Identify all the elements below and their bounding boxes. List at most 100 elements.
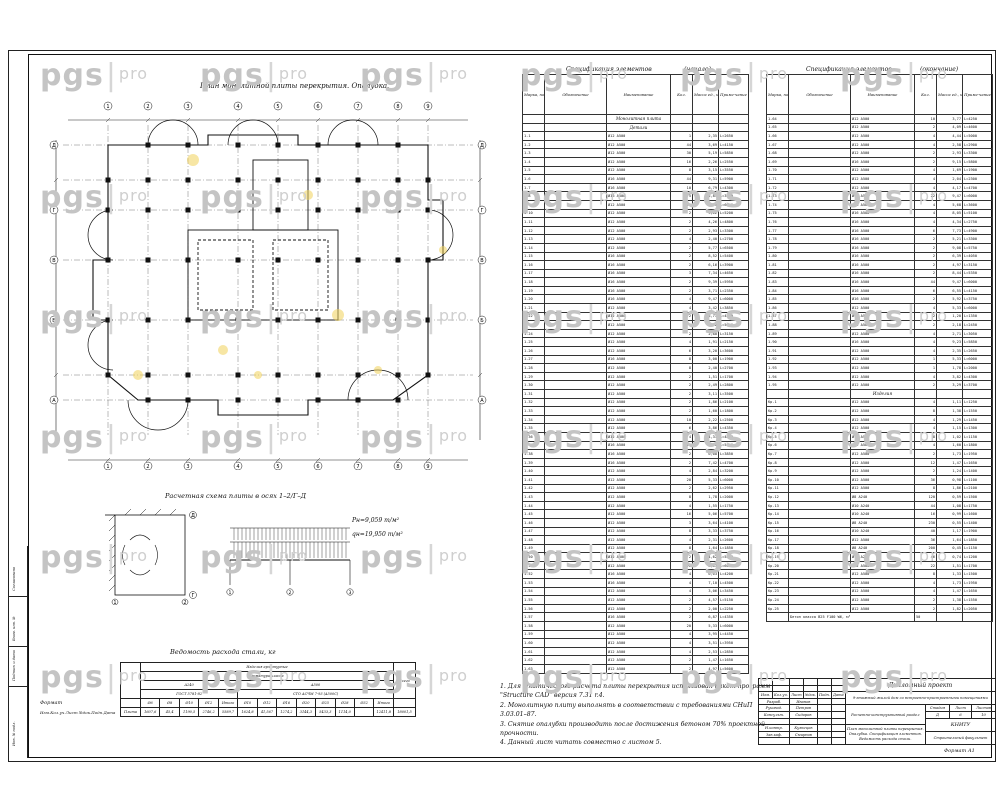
spec-cell bbox=[670, 114, 693, 124]
spec-cell: 2,35 bbox=[692, 131, 719, 141]
spec-cell: Ø12 А500 bbox=[606, 139, 671, 150]
spec-cell: 4,97 bbox=[936, 260, 963, 270]
spec-cell: Кр-14 bbox=[766, 509, 789, 519]
spec-cell: 1-41 bbox=[522, 474, 545, 485]
spec-cell: Ø12 А500 bbox=[606, 492, 671, 502]
spec-cell bbox=[788, 242, 851, 253]
spec-cell: Ø12 А500 bbox=[850, 139, 915, 150]
spec-table-right: Марка, поз.ОбозначениеНаименованиеКол.Ма… bbox=[766, 74, 993, 623]
spec-header-cell: Наименование bbox=[850, 74, 915, 115]
spec-cell: L=5100 bbox=[962, 208, 993, 219]
column bbox=[235, 177, 241, 183]
spec-cell: L=1950 bbox=[962, 578, 993, 588]
spec-cell: Ø12 А500 bbox=[606, 603, 671, 614]
column bbox=[355, 317, 361, 323]
spec-cell: 3,82 bbox=[936, 371, 963, 382]
column bbox=[315, 207, 321, 213]
spec-cell: 4 bbox=[914, 182, 937, 193]
spec-cell bbox=[544, 260, 607, 270]
spec-cell: L=4250 bbox=[962, 114, 993, 124]
spec-cell: L=2550 bbox=[718, 156, 749, 167]
axis-letter-label: Б bbox=[480, 318, 484, 324]
spec-cell: L=1300 bbox=[962, 423, 993, 433]
spec-cell: 5,02 bbox=[692, 320, 719, 330]
spec-cell: Ø12 А500 bbox=[606, 148, 671, 158]
spec-cell: 1-52 bbox=[522, 569, 545, 580]
spec-cell: 1-65 bbox=[766, 122, 789, 133]
spec-header-cell: Марка, поз. bbox=[766, 74, 789, 115]
spec-cell: Ø12 А500 bbox=[606, 414, 671, 425]
spec-cell: L=3150 bbox=[962, 260, 993, 270]
spec-cell: 6 bbox=[914, 225, 937, 236]
spec-cell bbox=[788, 131, 851, 141]
column bbox=[395, 142, 401, 148]
spec-cell: 1 bbox=[914, 354, 937, 365]
spec-cell: Ø12 А500 bbox=[606, 509, 671, 519]
spec-cell: 8,60 bbox=[692, 440, 719, 451]
spec-cell bbox=[788, 371, 851, 382]
spec-cell: L=5400 bbox=[718, 251, 749, 262]
note-line: 3. Снятие опалубки производить после дос… bbox=[500, 720, 765, 738]
spec-cell: 1-1 bbox=[522, 131, 545, 141]
column bbox=[185, 257, 191, 263]
spec-cell: Ø12 А500 bbox=[850, 346, 915, 356]
spec-cell: 2 bbox=[670, 457, 693, 468]
axis-letter-label-circle bbox=[49, 395, 59, 405]
spec-cell: 4 bbox=[670, 500, 693, 511]
spec-cell: 2 bbox=[670, 380, 693, 390]
spec-cell bbox=[544, 328, 607, 339]
spec-cell: Ø8 А240 bbox=[850, 543, 915, 554]
spec-cell: 5,77 bbox=[692, 242, 719, 253]
spec-cell: L=6000 bbox=[962, 277, 993, 287]
spec-cell: 5,19 bbox=[692, 148, 719, 158]
spec-cell: 4 bbox=[914, 414, 937, 425]
spec-cell bbox=[788, 603, 851, 614]
spec-cell: Ø16 А500 bbox=[850, 156, 915, 167]
spec-total-label: Бетон класса В25 F100 W6, м³ bbox=[788, 612, 915, 623]
spec-cell: 1,91 bbox=[692, 337, 719, 348]
spec-cell: 1-69 bbox=[766, 156, 789, 167]
spec-cell: 2 bbox=[914, 320, 937, 330]
spec-cell: 2,93 bbox=[692, 225, 719, 236]
rebar-gost-a500: СТО АСЧМ 7-93 (A500С) bbox=[237, 689, 394, 699]
spec-cell: L=4350 bbox=[718, 612, 749, 623]
spec-cell: L=2100 bbox=[718, 397, 749, 408]
column bbox=[355, 397, 361, 403]
spec-cell: Ø12 А500 bbox=[850, 371, 915, 382]
spec-cell: 1,60 bbox=[936, 440, 963, 451]
rebar-value-cell: 1274,2 bbox=[276, 707, 297, 717]
spec-cell bbox=[788, 431, 851, 442]
spec-cell: 2 bbox=[670, 389, 693, 399]
axis-letter-label: Г bbox=[480, 208, 483, 214]
axis-number-label: 6 bbox=[316, 104, 319, 110]
spec-cell bbox=[544, 423, 607, 433]
spec-cell: Ø16 А500 bbox=[606, 294, 671, 305]
spec-cell: 1-83 bbox=[766, 277, 789, 287]
spec-cell: 5,84 bbox=[692, 191, 719, 201]
spec-cell: 1-21 bbox=[522, 303, 545, 313]
spec-cell: 5,33 bbox=[692, 621, 719, 631]
spec-cell bbox=[544, 294, 607, 305]
spec-cell: 1-31 bbox=[522, 389, 545, 399]
axis-number-label: 1 bbox=[106, 464, 109, 470]
spec-cell: Ø12 А500 bbox=[606, 165, 671, 176]
spec-cell: Ø12 А500 bbox=[850, 586, 915, 597]
spec-cell: Ø12 А500 bbox=[606, 638, 671, 648]
scheme-title: Расчетная схема плиты в осях 1–2/Г–Д bbox=[165, 492, 306, 500]
dimension-tick bbox=[275, 457, 281, 463]
spec-cell: 2 bbox=[670, 242, 693, 253]
spec-header-cell: Обозначение bbox=[544, 74, 607, 115]
spec-cell: L=4100 bbox=[718, 517, 749, 528]
